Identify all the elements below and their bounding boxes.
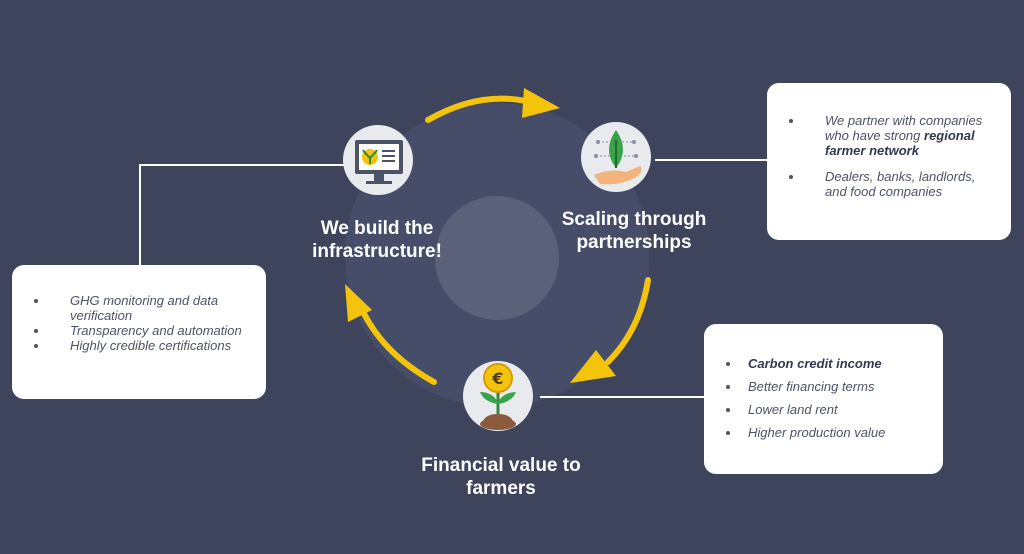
node-label-financial-line1: Financial value to (421, 455, 581, 476)
bullet-list: GHG monitoring and data verification Tra… (32, 293, 254, 353)
panel-infrastructure-details: GHG monitoring and data verification Tra… (12, 265, 266, 399)
euro-coin-plant-icon: € (463, 361, 533, 431)
node-label-scaling-line2: partnerships (576, 232, 692, 253)
node-label-infrastructure: We build the infrastructure! (292, 217, 462, 263)
bullet-list: Carbon credit income Better financing te… (712, 356, 931, 440)
arrow-right (570, 277, 651, 383)
euro-symbol: € (491, 369, 503, 388)
center-circle (435, 196, 559, 320)
node-label-infrastructure-line2: infrastructure! (312, 241, 442, 262)
node-label-financial: Financial value to farmers (404, 454, 598, 500)
list-item: Dealers, banks, landlords, and food comp… (787, 169, 999, 199)
list-item-text: We partner with companies who have stron… (825, 113, 983, 143)
list-item-bold: Carbon credit income (748, 356, 882, 371)
arrow-left (345, 284, 437, 385)
list-item: Carbon credit income (712, 356, 931, 371)
list-item: Better financing terms (712, 379, 931, 394)
list-item-bold: regional farmer network (825, 128, 975, 158)
bullet-list: We partner with companies who have stron… (787, 113, 999, 199)
list-item: Transparency and automation (32, 323, 254, 338)
list-item: GHG monitoring and data verification (32, 293, 254, 323)
arrow-top (425, 88, 560, 123)
list-item: Higher production value (712, 425, 931, 440)
hand-plant-network-icon (581, 122, 651, 192)
connector-left (139, 164, 345, 265)
list-item: Highly credible certifications (32, 338, 254, 353)
node-label-financial-line2: farmers (466, 478, 536, 499)
node-label-scaling-line1: Scaling through (561, 209, 707, 230)
node-label-infrastructure-line1: We build the (320, 218, 434, 239)
list-item: Lower land rent (712, 402, 931, 417)
list-item: We partner with companies who have stron… (787, 113, 999, 158)
panel-scaling-details: We partner with companies who have stron… (767, 83, 1011, 240)
panel-financial-details: Carbon credit income Better financing te… (704, 324, 943, 474)
node-label-scaling: Scaling through partnerships (549, 208, 719, 254)
monitor-seedling-icon (343, 125, 413, 195)
